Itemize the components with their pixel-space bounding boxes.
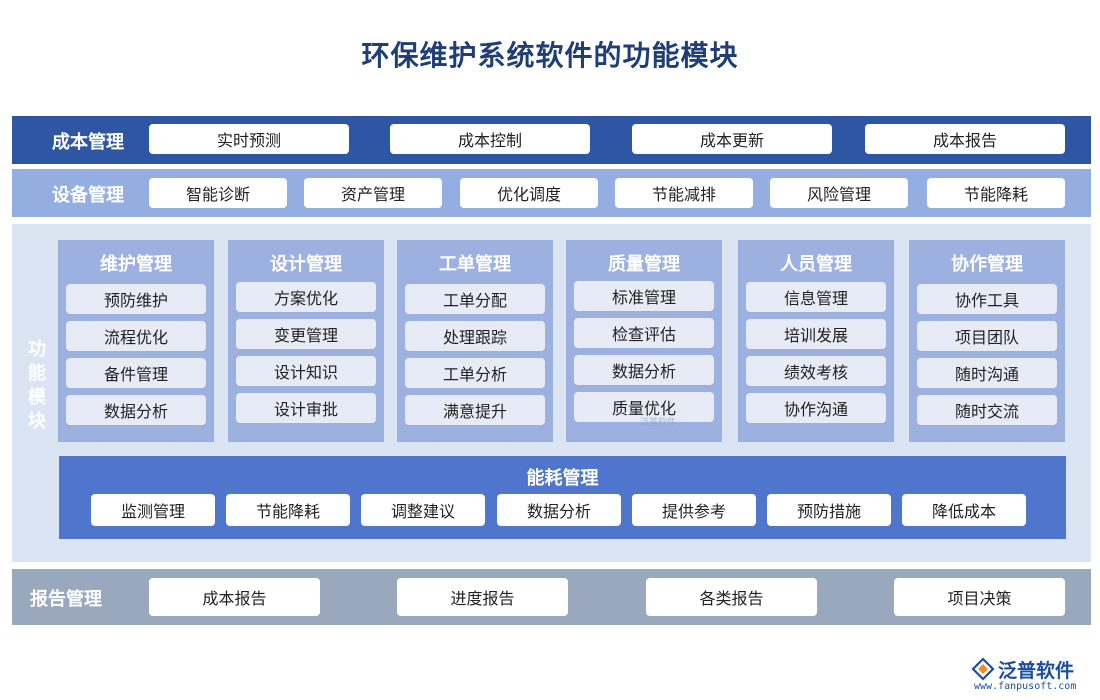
module-item[interactable]: 随时沟通 bbox=[917, 358, 1057, 388]
module-item[interactable]: 检查评估 bbox=[574, 318, 714, 348]
equipment-item[interactable]: 风险管理 bbox=[770, 178, 908, 208]
module-item[interactable]: 标准管理 bbox=[574, 281, 714, 311]
module-title: 设计管理 bbox=[270, 254, 342, 275]
module-item[interactable]: 流程优化 bbox=[66, 321, 206, 351]
brand-logo-name: 泛普软件 bbox=[998, 660, 1075, 682]
module-title: 协作管理 bbox=[951, 254, 1023, 275]
module-item[interactable]: 数据分析 bbox=[66, 395, 206, 425]
module-item[interactable]: 变更管理 bbox=[236, 319, 376, 349]
module-maintenance: 维护管理 预防维护 流程优化 备件管理 数据分析 bbox=[58, 240, 214, 442]
cost-item[interactable]: 成本更新 bbox=[632, 124, 832, 154]
module-item[interactable]: 设计知识 bbox=[236, 356, 376, 386]
module-item[interactable]: 满意提升 bbox=[405, 395, 545, 425]
watermark-text: 泛普软件 bbox=[640, 418, 677, 428]
module-item[interactable]: 信息管理 bbox=[746, 282, 886, 312]
report-item[interactable]: 进度报告 bbox=[397, 578, 568, 616]
module-title: 人员管理 bbox=[780, 254, 852, 275]
energy-item[interactable]: 监测管理 bbox=[91, 494, 215, 526]
equipment-item[interactable]: 节能减排 bbox=[615, 178, 753, 208]
module-item[interactable]: 随时交流 bbox=[917, 395, 1057, 425]
module-item[interactable]: 数据分析 bbox=[574, 355, 714, 385]
module-item[interactable]: 协作工具 bbox=[917, 284, 1057, 314]
module-item[interactable]: 质量优化 bbox=[574, 392, 714, 422]
cost-management-label: 成本管理 bbox=[52, 132, 124, 153]
function-modules-label: 功能模块 bbox=[28, 339, 46, 432]
report-item[interactable]: 项目决策 bbox=[894, 578, 1065, 616]
equipment-item[interactable]: 智能诊断 bbox=[149, 178, 287, 208]
module-item[interactable]: 方案优化 bbox=[236, 282, 376, 312]
energy-item[interactable]: 数据分析 bbox=[497, 494, 621, 526]
energy-item[interactable]: 节能降耗 bbox=[226, 494, 350, 526]
cost-item[interactable]: 成本控制 bbox=[390, 124, 590, 154]
energy-management-title: 能耗管理 bbox=[526, 468, 599, 489]
equipment-item[interactable]: 节能降耗 bbox=[927, 178, 1065, 208]
module-item[interactable]: 处理跟踪 bbox=[405, 321, 545, 351]
module-personnel: 人员管理 信息管理 培训发展 绩效考核 协作沟通 bbox=[738, 240, 894, 442]
module-title: 质量管理 bbox=[608, 254, 680, 275]
cost-item[interactable]: 实时预测 bbox=[149, 124, 349, 154]
function-modules-band: 功能模块 维护管理 预防维护 流程优化 备件管理 数据分析 设计管理 方案优化 … bbox=[12, 224, 1091, 562]
module-item[interactable]: 绩效考核 bbox=[746, 356, 886, 386]
equipment-item[interactable]: 优化调度 bbox=[460, 178, 598, 208]
module-item[interactable]: 培训发展 bbox=[746, 319, 886, 349]
report-item[interactable]: 成本报告 bbox=[149, 578, 320, 616]
report-item[interactable]: 各类报告 bbox=[646, 578, 817, 616]
energy-item[interactable]: 降低成本 bbox=[902, 494, 1026, 526]
report-management-band: 报告管理 成本报告 进度报告 各类报告 项目决策 bbox=[12, 569, 1091, 625]
brand-logo-icon bbox=[971, 657, 995, 681]
module-item[interactable]: 预防维护 bbox=[66, 284, 206, 314]
module-item[interactable]: 设计审批 bbox=[236, 393, 376, 423]
page-title: 环保维护系统软件的功能模块 bbox=[361, 39, 739, 72]
cost-item[interactable]: 成本报告 bbox=[865, 124, 1065, 154]
module-item[interactable]: 项目团队 bbox=[917, 321, 1057, 351]
module-design: 设计管理 方案优化 变更管理 设计知识 设计审批 bbox=[228, 240, 384, 442]
energy-item[interactable]: 调整建议 bbox=[361, 494, 485, 526]
brand-logo-url: www.fanpusoft.com bbox=[974, 681, 1077, 692]
report-management-label: 报告管理 bbox=[30, 589, 102, 610]
cost-management-band: 成本管理 实时预测 成本控制 成本更新 成本报告 bbox=[12, 116, 1091, 164]
brand-logo[interactable]: 泛普软件 www.fanpusoft.com bbox=[970, 656, 1095, 696]
module-item[interactable]: 工单分配 bbox=[405, 284, 545, 314]
energy-item[interactable]: 提供参考 bbox=[632, 494, 756, 526]
module-collaboration: 协作管理 协作工具 项目团队 随时沟通 随时交流 bbox=[909, 240, 1065, 442]
module-title: 维护管理 bbox=[100, 254, 172, 275]
equipment-item[interactable]: 资产管理 bbox=[304, 178, 442, 208]
energy-management-panel: 能耗管理 监测管理 节能降耗 调整建议 数据分析 提供参考 预防措施 降低成本 bbox=[59, 456, 1066, 539]
equipment-management-band: 设备管理 智能诊断 资产管理 优化调度 节能减排 风险管理 节能降耗 bbox=[12, 169, 1091, 217]
equipment-management-label: 设备管理 bbox=[52, 185, 124, 206]
module-item[interactable]: 协作沟通 bbox=[746, 393, 886, 423]
module-work-order: 工单管理 工单分配 处理跟踪 工单分析 满意提升 bbox=[397, 240, 553, 442]
module-item[interactable]: 备件管理 bbox=[66, 358, 206, 388]
module-quality: 质量管理 标准管理 检查评估 数据分析 质量优化 bbox=[566, 240, 722, 442]
module-item[interactable]: 工单分析 bbox=[405, 358, 545, 388]
module-title: 工单管理 bbox=[439, 254, 511, 275]
energy-item[interactable]: 预防措施 bbox=[767, 494, 891, 526]
